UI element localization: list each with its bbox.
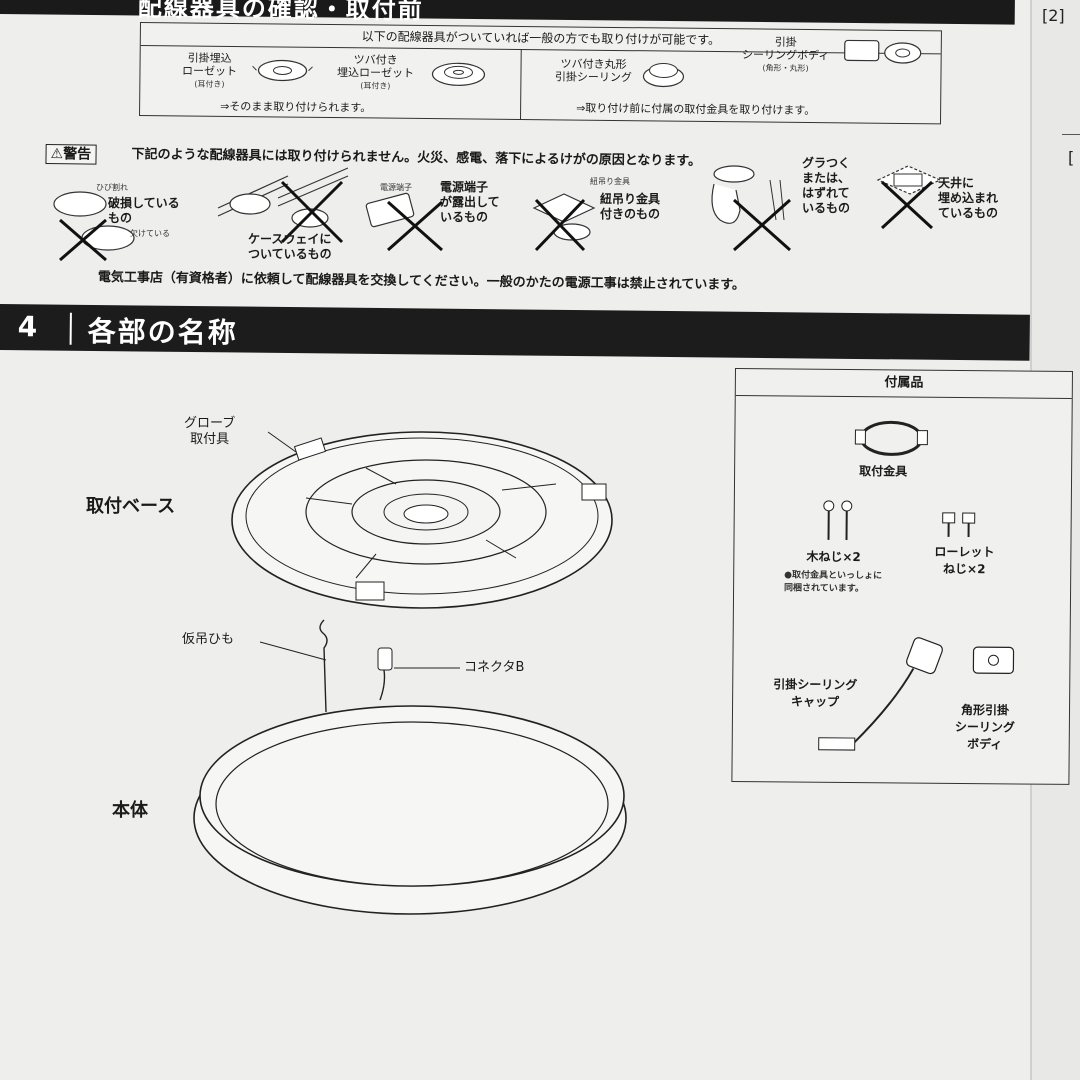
knurled-screw-icon <box>942 512 976 538</box>
case-hook-caption: 紐吊り金具 付きのもの <box>600 192 661 221</box>
compatible-fixtures-box: 以下の配線器具がついていれば一般の方でも取り付けが可能です。 引掛埋込 ローゼッ… <box>139 22 942 125</box>
knurled-screw-label: ローレット ねじ×2 <box>934 544 995 577</box>
temp-cord-label: 仮吊ひも <box>182 632 235 647</box>
globe-mount-label: グローブ 取付具 <box>184 416 236 447</box>
case-damaged-caption: 破損している もの <box>108 196 180 225</box>
margin-bracket: [ <box>1068 148 1075 167</box>
margin-rule <box>1062 134 1080 135</box>
exposed-terminal-icon <box>365 192 443 252</box>
body-label: 本体 <box>112 800 148 821</box>
damaged-fixture-icon <box>53 191 135 262</box>
case-caseway-caption: ケースウェイに ついているもの <box>248 232 332 261</box>
bracket-note: ●取付金具といっしょに 同梱されています。 <box>784 570 883 595</box>
accessories-box: 付属品 取付金具 木ねじ×2 ローレット ねじ×2 ●取付金具といっしょに 同梱… <box>731 368 1073 785</box>
connector-label: コネクタB <box>464 660 525 675</box>
bracket-label: 取付金具 <box>859 464 908 479</box>
caseway-fixture-icon <box>217 167 349 244</box>
round-ceiling-icon <box>642 62 685 88</box>
hook-fixture-icon <box>532 193 596 252</box>
lamp-body-drawing <box>193 705 627 915</box>
accessories-heading: 付属品 <box>735 369 1072 399</box>
mounting-bracket-icon <box>854 420 928 456</box>
mounting-base-drawing <box>231 431 613 609</box>
loose-fixture-icon <box>711 165 791 252</box>
square-body-label: 角形引掛 シーリング ボディ <box>954 702 1015 752</box>
case-terminal-caption: 電源端子 が露出して いるもの <box>440 180 500 224</box>
hook-tag: 紐吊り金具 <box>590 177 630 186</box>
chip-tag: 欠けている <box>130 229 170 238</box>
leader-lines <box>259 431 460 713</box>
square-ceiling-body-icon <box>972 646 1015 675</box>
wood-screw-label: 木ねじ×2 <box>806 549 861 565</box>
crack-tag: ひび割れ <box>96 183 128 192</box>
base-label: 取付ベース <box>86 496 176 517</box>
rosette-icon <box>252 59 313 82</box>
ceiling-body-icon <box>844 39 922 64</box>
embedded-fixture-icon <box>876 165 942 230</box>
ceiling-cap-icon <box>818 637 943 751</box>
ceiling-cap-label: 引掛シーリング キャップ <box>773 677 858 709</box>
terminal-tag: 電源端子 <box>380 183 412 192</box>
case-embedded-caption: 天井に 埋め込まれ ているもの <box>938 176 999 220</box>
tsuba-rosette-icon <box>431 62 486 86</box>
page-mark: [2] <box>1042 6 1065 25</box>
wood-screw-icon <box>823 500 853 540</box>
case-loose-caption: グラつく または、 はずれて いるもの <box>802 156 851 215</box>
